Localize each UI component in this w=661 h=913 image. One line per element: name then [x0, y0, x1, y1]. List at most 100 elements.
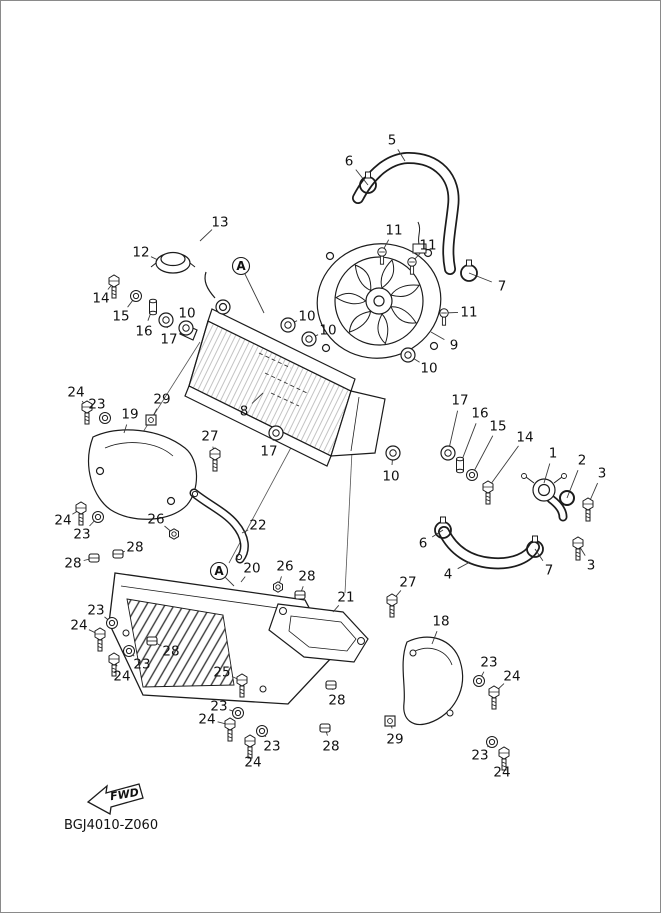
leader-line — [397, 149, 406, 162]
collar-icon — [149, 298, 157, 316]
callout-9: 9 — [450, 338, 459, 354]
grommet-icon — [268, 425, 284, 441]
callout-26: 26 — [147, 512, 164, 528]
callout-28: 28 — [298, 569, 315, 585]
callout-11: 11 — [419, 238, 436, 254]
bolt-icon — [482, 480, 494, 505]
leader-line — [123, 424, 128, 434]
nut-icon — [169, 528, 179, 540]
grommet-icon — [400, 347, 416, 363]
callout-23: 23 — [471, 748, 488, 764]
collar-icon — [456, 456, 464, 474]
grommet-icon — [178, 320, 194, 336]
clip-icon — [294, 590, 306, 600]
grommet-icon — [280, 317, 296, 333]
callout-26: 26 — [276, 559, 293, 575]
callout-23: 23 — [87, 603, 104, 619]
washer-icon — [92, 511, 104, 523]
washer-icon — [106, 617, 118, 629]
fan-assembly-illustration — [316, 221, 442, 359]
callout-6: 6 — [419, 536, 428, 552]
bolt-icon — [572, 536, 584, 561]
leader-line — [355, 169, 369, 186]
leader-line — [241, 529, 249, 534]
radiator-stay-illustration — [189, 488, 249, 564]
clip-icon — [319, 723, 331, 733]
callout-16: 16 — [135, 324, 152, 340]
callout-24: 24 — [113, 669, 130, 685]
drawing-code: BGJ4010-Z060 — [64, 818, 158, 833]
callout-19: 19 — [121, 407, 138, 423]
callout-28: 28 — [328, 693, 345, 709]
bolt-icon — [582, 497, 594, 522]
clip-icon — [146, 636, 158, 646]
callout-16: 16 — [471, 406, 488, 422]
callout-29: 29 — [153, 392, 170, 408]
callout-10: 10 — [382, 469, 399, 485]
water-inlet-illustration — [521, 473, 568, 522]
callout-13: 13 — [211, 215, 228, 231]
callout-8: 8 — [240, 404, 249, 420]
bolt-icon — [94, 627, 106, 652]
callout-24: 24 — [54, 513, 71, 529]
callout-23: 23 — [480, 655, 497, 671]
callout-18: 18 — [432, 614, 449, 630]
callout-28: 28 — [64, 556, 81, 572]
washer-icon — [486, 736, 498, 748]
callout-27: 27 — [399, 575, 416, 591]
clamp-icon — [460, 259, 478, 282]
reference-marker-A: A — [236, 259, 246, 273]
callout-28: 28 — [162, 644, 179, 660]
leader-line — [199, 229, 213, 242]
grommet-icon — [301, 331, 317, 347]
callout-15: 15 — [489, 419, 506, 435]
washer-icon — [130, 290, 142, 302]
leader-line — [566, 470, 579, 499]
nut-icon — [273, 581, 283, 593]
marker-leader-line — [244, 273, 265, 314]
callout-14: 14 — [516, 430, 533, 446]
callout-23: 23 — [210, 699, 227, 715]
callout-5: 5 — [388, 133, 397, 149]
bolt-icon — [386, 593, 398, 618]
leader-line — [457, 561, 471, 570]
bolt-icon — [488, 685, 500, 710]
callout-10: 10 — [298, 309, 315, 325]
callout-21: 21 — [337, 590, 354, 606]
callout-28: 28 — [126, 540, 143, 556]
radiator-illustration — [179, 271, 386, 467]
callout-2: 2 — [578, 453, 587, 469]
callout-24: 24 — [244, 755, 261, 771]
callout-27: 27 — [201, 429, 218, 445]
fwd-arrow-label: FWD — [109, 786, 139, 803]
leader-line — [431, 631, 438, 645]
callout-7: 7 — [545, 563, 554, 579]
leader-line — [471, 435, 494, 476]
leader-line — [150, 256, 159, 261]
screw-icon — [439, 308, 449, 326]
washer-icon — [99, 412, 111, 424]
callout-24: 24 — [493, 765, 510, 781]
callout-17: 17 — [451, 393, 468, 409]
leader-line — [487, 445, 519, 489]
callout-10: 10 — [420, 361, 437, 377]
callout-11: 11 — [385, 223, 402, 239]
left-side-cover-illustration — [88, 429, 198, 520]
lower-hose-illustration — [438, 526, 540, 570]
upper-hose-illustration — [352, 152, 460, 275]
marker-leader-line — [225, 577, 235, 587]
callout-25: 25 — [213, 665, 230, 681]
reference-marker-circle — [209, 561, 229, 581]
clip-icon — [88, 553, 100, 563]
callout-15: 15 — [112, 309, 129, 325]
callout-17: 17 — [160, 332, 177, 348]
washer-icon — [473, 675, 485, 687]
callout-22: 22 — [249, 518, 266, 534]
leader-line — [251, 392, 264, 404]
bolt-icon — [209, 447, 221, 472]
leader-line — [543, 463, 551, 484]
callout-23: 23 — [133, 657, 150, 673]
callout-4: 4 — [444, 567, 453, 583]
